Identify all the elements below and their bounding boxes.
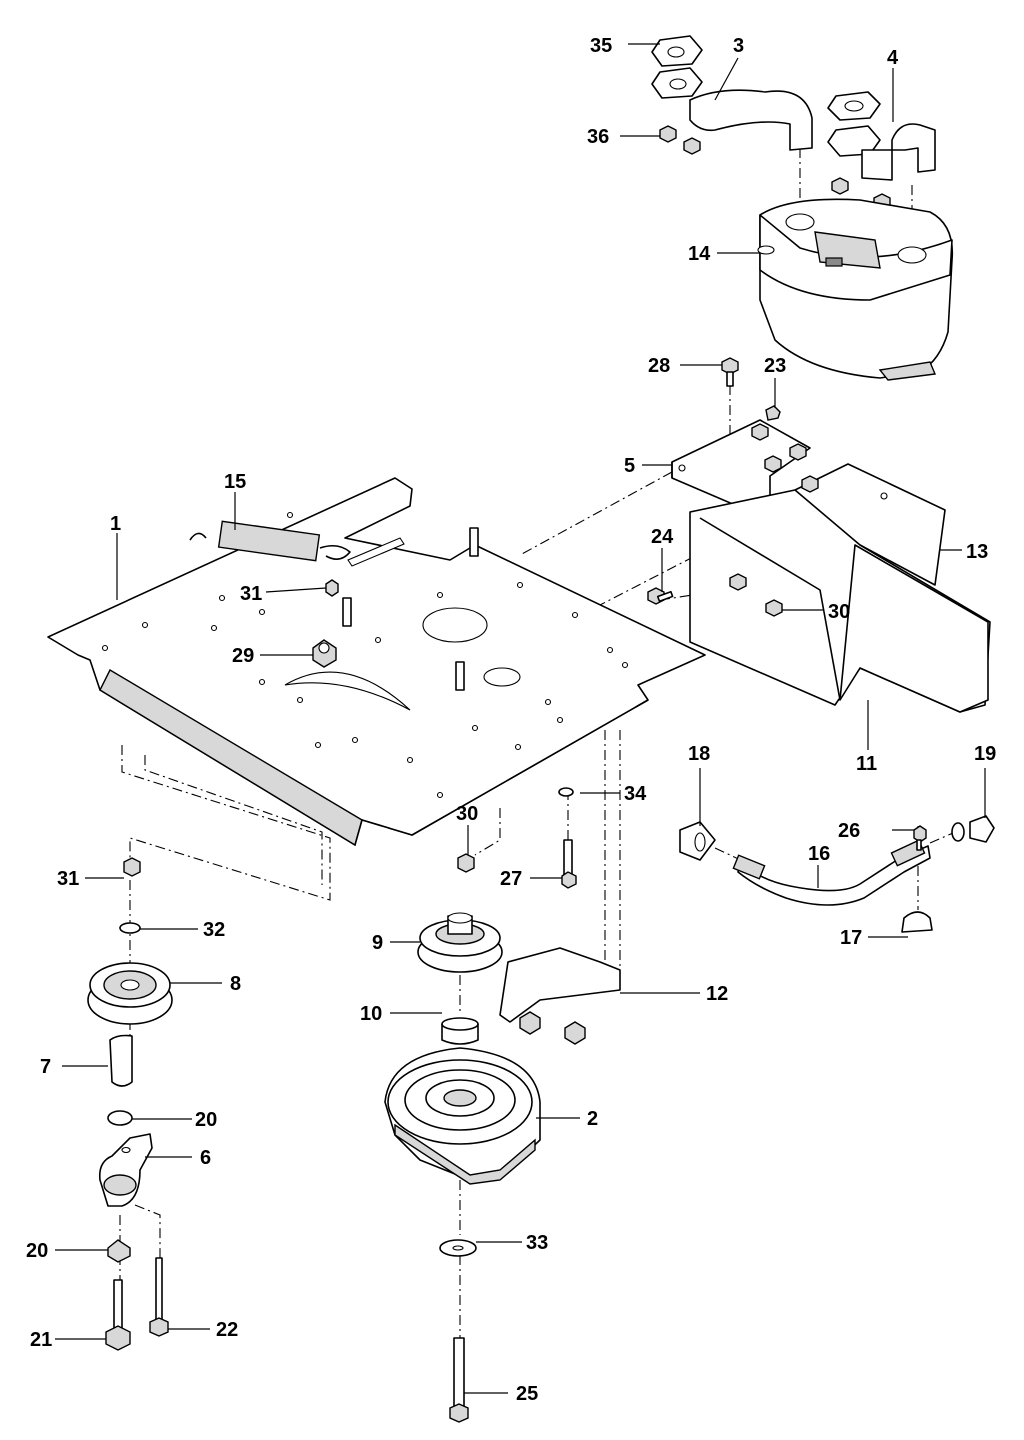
callout-21: 21: [30, 1329, 52, 1351]
callout-18: 18: [688, 743, 710, 765]
callout-27: 27: [500, 868, 522, 890]
muffler: [757, 198, 954, 381]
callout-9: 9: [372, 932, 383, 954]
bolts-upper: [647, 357, 781, 605]
belt-guard: [689, 463, 991, 713]
callout-labels: 35 3 4 36 14 28 23 5 15 1 31 24 13 30 29…: [26, 35, 996, 1405]
callout-12: 12: [706, 983, 728, 1005]
callout-11: 11: [856, 753, 877, 775]
callout-28: 28: [648, 355, 670, 377]
callout-5: 5: [624, 455, 635, 477]
callout-14: 14: [688, 243, 711, 265]
lower-bracket: [499, 947, 621, 1045]
callout-13: 13: [966, 541, 988, 563]
callout-15: 15: [224, 471, 246, 493]
exhaust-pipe-left: [651, 35, 813, 155]
callout-8: 8: [230, 973, 241, 995]
callout-22: 22: [216, 1319, 238, 1341]
callout-19: 19: [974, 743, 996, 765]
callout-16: 16: [808, 843, 830, 865]
callout-32: 32: [203, 919, 225, 941]
callout-29: 29: [232, 645, 254, 667]
callout-3: 3: [733, 35, 744, 57]
callout-24: 24: [651, 526, 674, 548]
mounting-plate: [47, 477, 706, 847]
callout-10: 10: [360, 1003, 382, 1025]
callout-2: 2: [587, 1108, 598, 1130]
callout-31-upper: 31: [240, 583, 262, 605]
callout-20-lower: 20: [26, 1240, 48, 1262]
idler-pulley-stack: [87, 857, 173, 1351]
extension-spring: [189, 520, 351, 562]
callout-33: 33: [526, 1232, 548, 1254]
callout-25: 25: [516, 1383, 538, 1405]
callout-36: 36: [587, 126, 609, 148]
callout-23: 23: [764, 355, 786, 377]
callout-26: 26: [838, 820, 860, 842]
callout-17: 17: [840, 927, 862, 949]
callout-31-lower: 31: [57, 868, 79, 890]
callout-30-right: 30: [828, 601, 850, 623]
callout-7: 7: [40, 1056, 51, 1078]
callout-20-upper: 20: [195, 1109, 217, 1131]
callout-6: 6: [200, 1147, 211, 1169]
plate-nut-assembly: [312, 579, 339, 668]
callout-35: 35: [590, 35, 612, 57]
callout-1: 1: [110, 513, 121, 535]
callout-30-center: 30: [456, 803, 478, 825]
callout-4: 4: [887, 47, 899, 69]
fuel-line-assembly: [679, 815, 995, 933]
exhaust-elbow-right: [827, 91, 936, 211]
plate-fasteners: [457, 787, 577, 889]
clutch-stack: [384, 912, 541, 1423]
callout-34: 34: [624, 783, 647, 805]
leader-lines: [55, 43, 986, 1394]
